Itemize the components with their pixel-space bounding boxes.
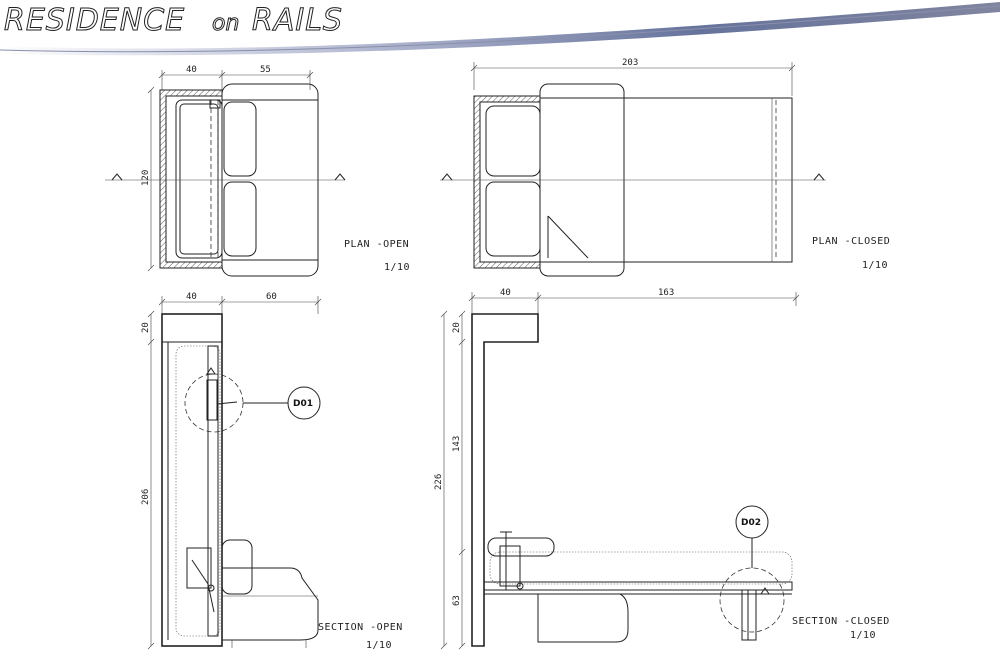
section-closed-scale: 1/10 (850, 630, 876, 641)
plan-closed-scale: 1/10 (862, 260, 888, 271)
header-swoosh (0, 2, 1000, 56)
plan-open-dim-120: 120 (141, 170, 151, 186)
section-closed-dim-226: 226 (434, 474, 444, 490)
plan-closed-dim-203: 203 (622, 58, 638, 68)
plan-closed-view: 203 PLAN -CLOSED 1/10 (440, 58, 890, 277)
section-closed-dim-63: 63 (452, 595, 462, 606)
plan-open-label: PLAN -OPEN (344, 239, 409, 250)
section-open-callout-d01: D01 (293, 399, 313, 409)
section-open-dim-40: 40 (186, 292, 197, 302)
section-open-dim-206: 206 (141, 489, 151, 505)
header-title-on: on (212, 11, 239, 36)
plan-open-view: 40 55 120 PLAN -OPEN 1/10 (105, 65, 410, 277)
section-closed-view: 40 163 226 20 143 63 (434, 288, 890, 650)
section-closed-callout-d02: D02 (741, 518, 761, 528)
section-closed-label: SECTION -CLOSED (792, 616, 890, 627)
section-closed-dim-40: 40 (500, 288, 511, 298)
plan-open-scale: 1/10 (384, 262, 410, 273)
header: RESIDENCE on RAILS (0, 2, 1000, 56)
plan-open-dim-40: 40 (186, 65, 197, 75)
section-closed-dim-143: 143 (452, 436, 462, 452)
section-closed-dim-20: 20 (452, 322, 462, 333)
plan-closed-label: PLAN -CLOSED (812, 236, 890, 247)
section-open-dim-60: 60 (266, 292, 277, 302)
section-open-label: SECTION -OPEN (318, 622, 403, 633)
section-open-dim-20: 20 (141, 322, 151, 333)
section-closed-dim-163: 163 (658, 288, 674, 298)
header-swoosh-line (0, 5, 1000, 53)
section-open-view: 40 60 20 206 D01 SECTION (141, 292, 403, 651)
header-title: RESIDENCE (4, 3, 185, 38)
plan-open-dim-55: 55 (260, 65, 271, 75)
section-open-scale: 1/10 (366, 640, 392, 651)
header-title-rails: RAILS (252, 3, 343, 38)
